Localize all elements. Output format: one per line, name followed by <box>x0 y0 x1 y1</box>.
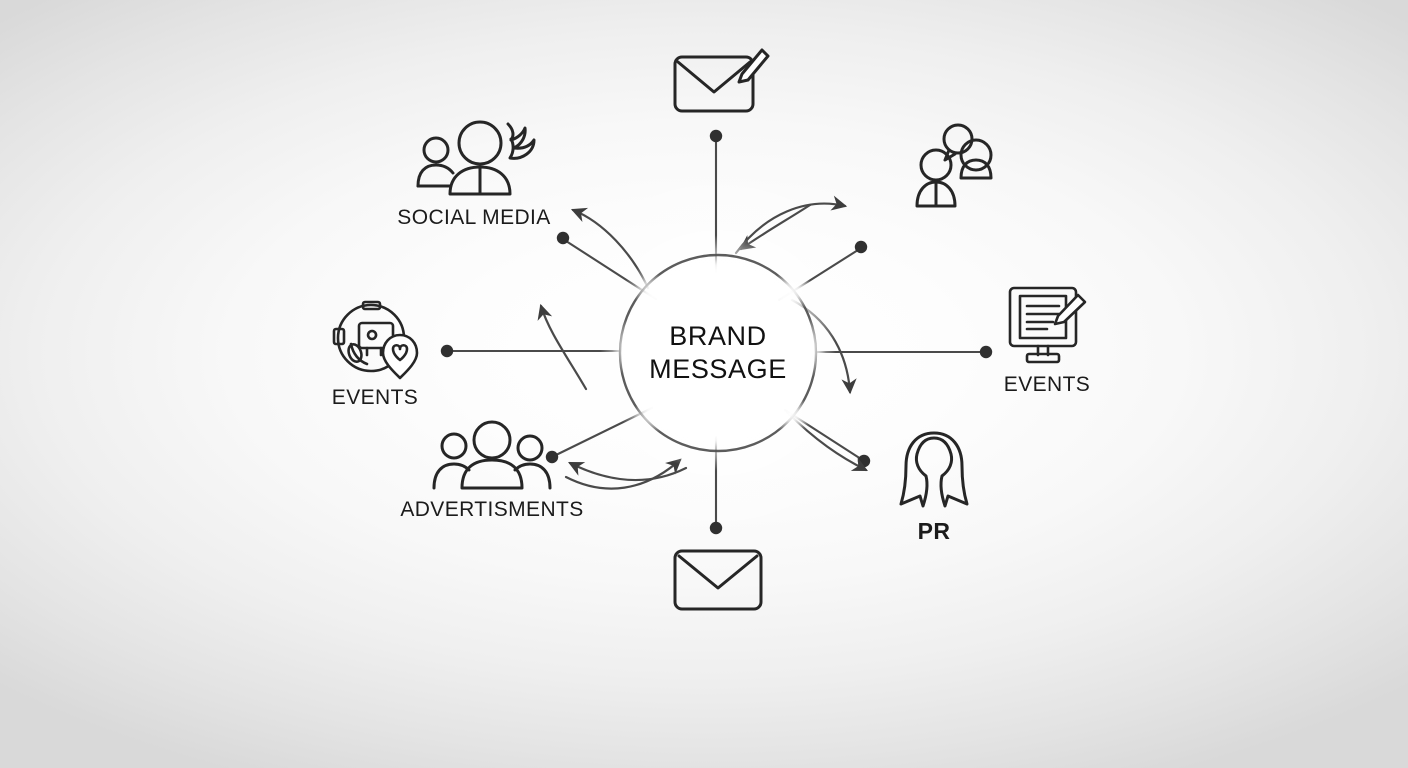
dot-right <box>979 345 993 359</box>
envelope-icon <box>670 543 766 613</box>
arrow-in-lower-right <box>568 461 688 482</box>
node-events-left[interactable]: EVENTS <box>316 298 434 410</box>
node-label-social-media: SOCIAL MEDIA <box>397 206 551 229</box>
node-advertisments[interactable]: ADVERTISMENTS <box>400 420 583 522</box>
people-speech-bubbles-icon <box>905 122 1001 214</box>
people-bird-icon <box>410 118 538 200</box>
node-events-right[interactable]: EVENTS <box>988 283 1106 397</box>
woman-silhouette-icon <box>896 428 972 512</box>
node-word-of-mouth[interactable] <box>895 122 1011 220</box>
dot-bottom-left <box>545 450 559 464</box>
node-email-compose[interactable] <box>660 40 776 122</box>
dot-bottom <box>709 521 723 535</box>
node-pr[interactable]: PR <box>884 428 984 545</box>
monitor-document-pencil-icon <box>1001 283 1093 367</box>
camera-location-pin-icon <box>329 298 421 380</box>
node-email[interactable] <box>664 543 772 619</box>
node-social-media[interactable]: SOCIAL MEDIA <box>396 118 552 230</box>
dot-left <box>440 344 454 358</box>
center-hub: BRAND MESSAGE <box>620 255 816 451</box>
spoke-dots <box>440 129 993 535</box>
dot-top-right <box>854 240 868 254</box>
three-people-icon <box>426 420 558 492</box>
dot-bottom-right <box>857 454 871 468</box>
dot-top <box>709 129 723 143</box>
hub-label-line-1: BRAND <box>669 321 767 352</box>
hub-label-line-2: MESSAGE <box>649 354 787 384</box>
arrow-out-lower-left <box>564 458 682 490</box>
node-label-events-left: EVENTS <box>331 386 419 409</box>
hub-ring-group <box>600 235 836 471</box>
node-label-advertisments: ADVERTISMENTS <box>400 498 584 521</box>
arrow-in-left <box>537 303 588 391</box>
envelope-pencil-icon <box>666 40 770 116</box>
node-label-events-right: EVENTS <box>1003 373 1091 396</box>
hub-label: BRAND MESSAGE <box>649 320 787 386</box>
node-label-pr: PR <box>917 518 951 544</box>
dot-top-left <box>556 231 570 245</box>
